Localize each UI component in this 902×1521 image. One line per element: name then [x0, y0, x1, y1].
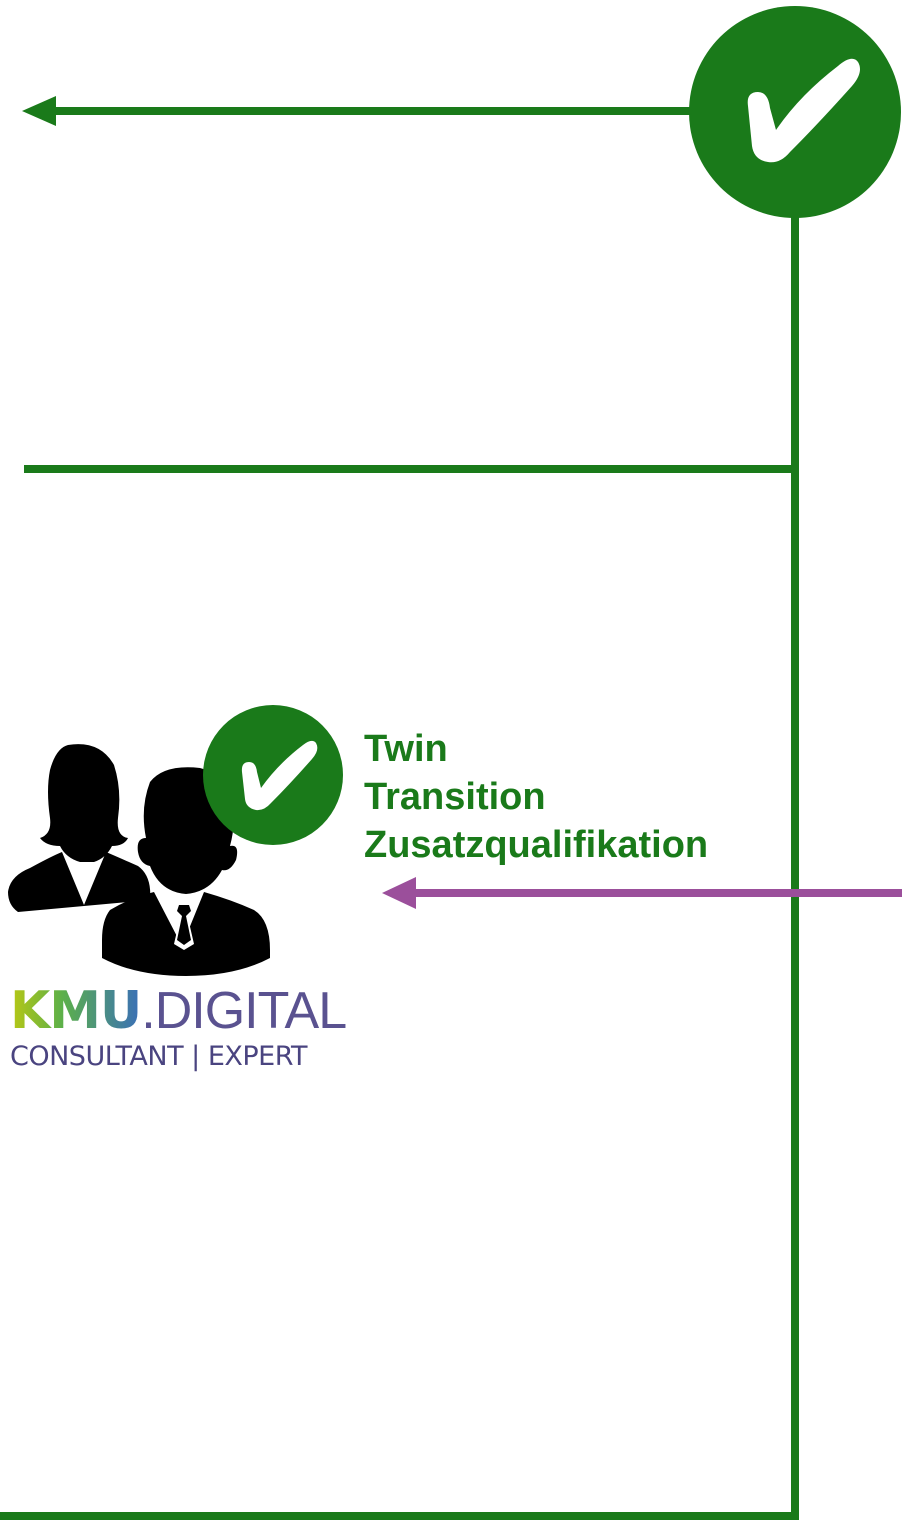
logo-wordmark: KMU.DIGITAL [10, 981, 347, 1041]
label-line-twin: Twin [364, 728, 448, 770]
logo-subtitle: CONSULTANT | EXPERT [10, 1041, 308, 1072]
small-check-circle-icon [203, 705, 343, 845]
label-line-zusatzqualifikation: Zusatzqualifikation [364, 824, 709, 866]
logo-brand-bold: KMU [10, 981, 142, 1041]
kmu-digital-logo: KMU.DIGITAL CONSULTANT | EXPERT [8, 980, 356, 1084]
logo-brand-light: .DIGITAL [141, 982, 347, 1040]
top-arrow-head [22, 96, 56, 126]
top-check-circle-icon [689, 6, 901, 218]
purple-arrow-head [382, 877, 416, 909]
qualification-label: Twin Transition Zusatzqualifikation [364, 725, 708, 869]
label-line-transition: Transition [364, 776, 546, 818]
